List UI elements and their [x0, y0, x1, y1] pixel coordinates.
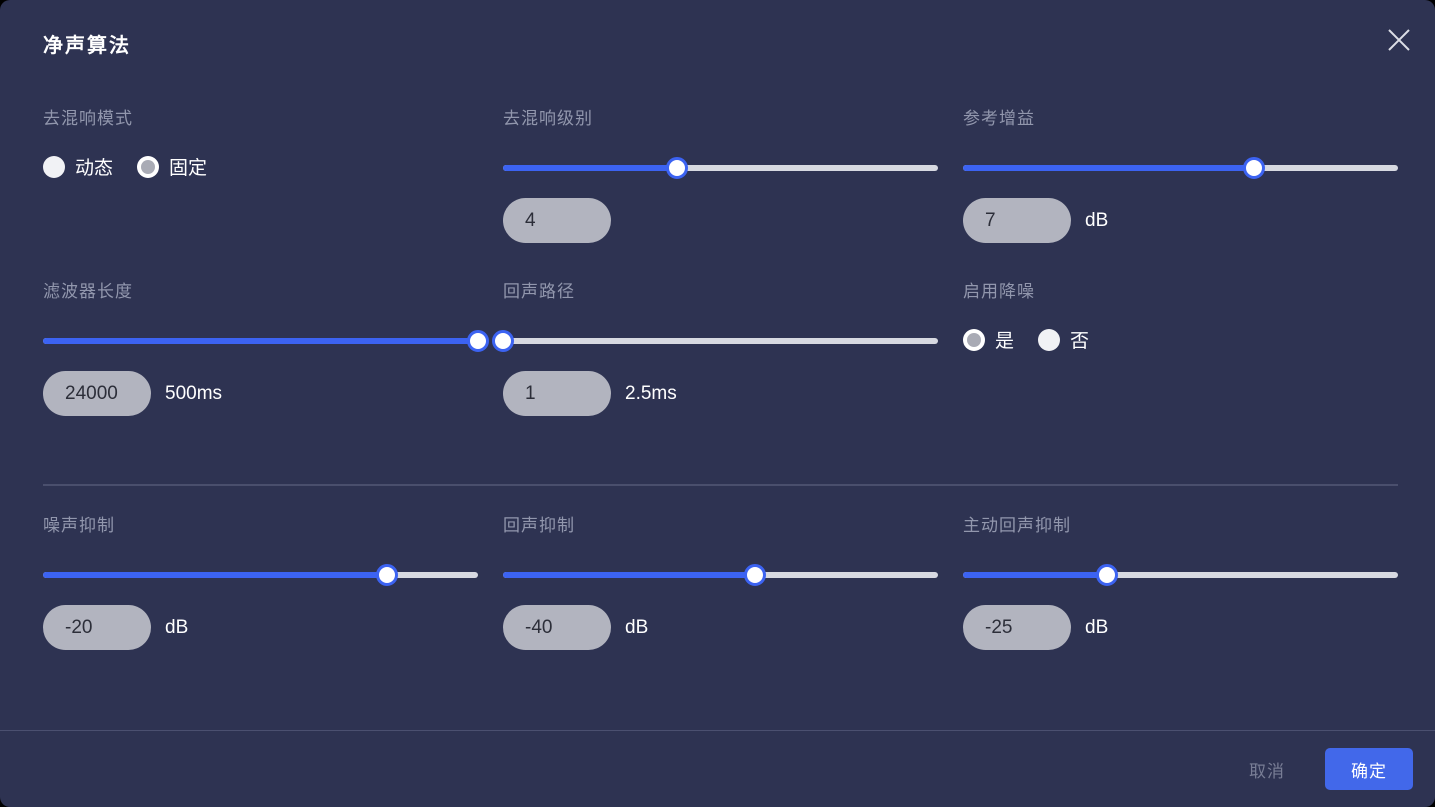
field-label: 启用降噪	[963, 282, 1035, 301]
cancel-button[interactable]: 取消	[1249, 761, 1285, 781]
slider-fill	[43, 572, 387, 578]
slider-thumb[interactable]	[1243, 157, 1266, 179]
slider-track[interactable]	[503, 165, 938, 171]
close-icon[interactable]	[1382, 23, 1416, 57]
noise-reduction-radio-group: 是 否	[963, 326, 1089, 353]
ok-button[interactable]: 确定	[1325, 748, 1413, 790]
value-row: -20 dB	[43, 605, 188, 650]
field-label: 去混响级别	[503, 109, 593, 128]
value-row: 1 2.5ms	[503, 371, 677, 416]
slider-track[interactable]	[503, 338, 938, 344]
field-noise-reduction: 启用降噪 是 否	[963, 277, 1398, 427]
slider-thumb[interactable]	[1095, 564, 1118, 586]
section-divider	[43, 484, 1398, 486]
field-echo-suppression: 回声抑制 -40 dB	[503, 511, 938, 661]
reference-gain-input[interactable]: 7	[963, 198, 1071, 243]
unit-label: dB	[165, 616, 189, 638]
value-row: 7 dB	[963, 198, 1108, 243]
slider-fill	[43, 338, 478, 344]
unit-label: dB	[1085, 616, 1109, 638]
dereverb-level-input[interactable]: 4	[503, 198, 611, 243]
radio-label: 否	[1070, 331, 1090, 352]
field-label: 主动回声抑制	[963, 516, 1071, 535]
dialog-title: 净声算法	[43, 35, 131, 57]
reference-gain-slider[interactable]	[963, 157, 1398, 179]
slider-thumb[interactable]	[375, 564, 398, 586]
field-filter-length: 滤波器长度 24000 500ms	[43, 277, 489, 427]
echo-suppression-slider[interactable]	[503, 564, 938, 586]
slider-track[interactable]	[963, 572, 1398, 578]
field-label: 回声抑制	[503, 516, 575, 535]
value-row: -25 dB	[963, 605, 1108, 650]
active-echo-suppression-slider[interactable]	[963, 564, 1398, 586]
radio-label: 是	[995, 331, 1015, 352]
slider-fill	[963, 572, 1107, 578]
filter-length-slider[interactable]	[43, 330, 489, 352]
slider-thumb[interactable]	[666, 157, 688, 179]
slider-thumb[interactable]	[744, 564, 767, 586]
slider-thumb[interactable]	[492, 330, 514, 352]
value-row: 4	[503, 198, 625, 243]
radio-icon[interactable]	[43, 155, 65, 178]
radio-label: 固定	[169, 158, 208, 179]
radio-label: 动态	[75, 158, 114, 179]
field-reference-gain: 参考增益 7 dB	[963, 104, 1398, 254]
field-echo-path: 回声路径 1 2.5ms	[492, 277, 938, 427]
unit-label: 2.5ms	[625, 382, 677, 404]
value-row: 24000 500ms	[43, 371, 222, 416]
radio-icon[interactable]	[137, 155, 160, 178]
field-label: 回声路径	[503, 282, 575, 301]
slider-fill	[963, 165, 1255, 171]
echo-suppression-input[interactable]: -40	[503, 605, 611, 650]
radio-option-fixed[interactable]: 固定	[137, 153, 207, 180]
field-label: 噪声抑制	[43, 516, 115, 535]
unit-label: dB	[1085, 209, 1109, 231]
slider-fill	[503, 165, 677, 171]
field-label: 滤波器长度	[43, 282, 133, 301]
filter-length-input[interactable]: 24000	[43, 371, 151, 416]
unit-label: dB	[625, 616, 649, 638]
footer-divider	[0, 730, 1435, 731]
field-label: 去混响模式	[43, 109, 133, 128]
noise-suppression-slider[interactable]	[43, 564, 478, 586]
radio-option-no[interactable]: 否	[1038, 326, 1089, 353]
unit-label: 500ms	[165, 382, 223, 404]
dereverb-level-slider[interactable]	[503, 157, 938, 179]
field-label: 参考增益	[963, 109, 1035, 128]
field-dereverb-level: 去混响级别 4	[503, 104, 938, 254]
noise-suppression-input[interactable]: -20	[43, 605, 151, 650]
radio-option-dynamic[interactable]: 动态	[43, 153, 113, 180]
active-echo-suppression-input[interactable]: -25	[963, 605, 1071, 650]
radio-icon[interactable]	[1038, 328, 1061, 351]
echo-path-input[interactable]: 1	[503, 371, 611, 416]
echo-path-slider[interactable]	[492, 330, 938, 352]
dereverb-mode-radio-group: 动态 固定	[43, 153, 207, 180]
dialog-footer: 取消 确定	[0, 731, 1435, 807]
radio-icon[interactable]	[963, 328, 985, 351]
field-active-echo-suppression: 主动回声抑制 -25 dB	[963, 511, 1398, 661]
field-noise-suppression: 噪声抑制 -20 dB	[43, 511, 478, 661]
value-row: -40 dB	[503, 605, 648, 650]
slider-thumb[interactable]	[467, 330, 489, 352]
radio-option-yes[interactable]: 是	[963, 326, 1014, 353]
slider-fill	[503, 572, 756, 578]
field-dereverb-mode: 去混响模式 动态 固定	[43, 104, 478, 254]
